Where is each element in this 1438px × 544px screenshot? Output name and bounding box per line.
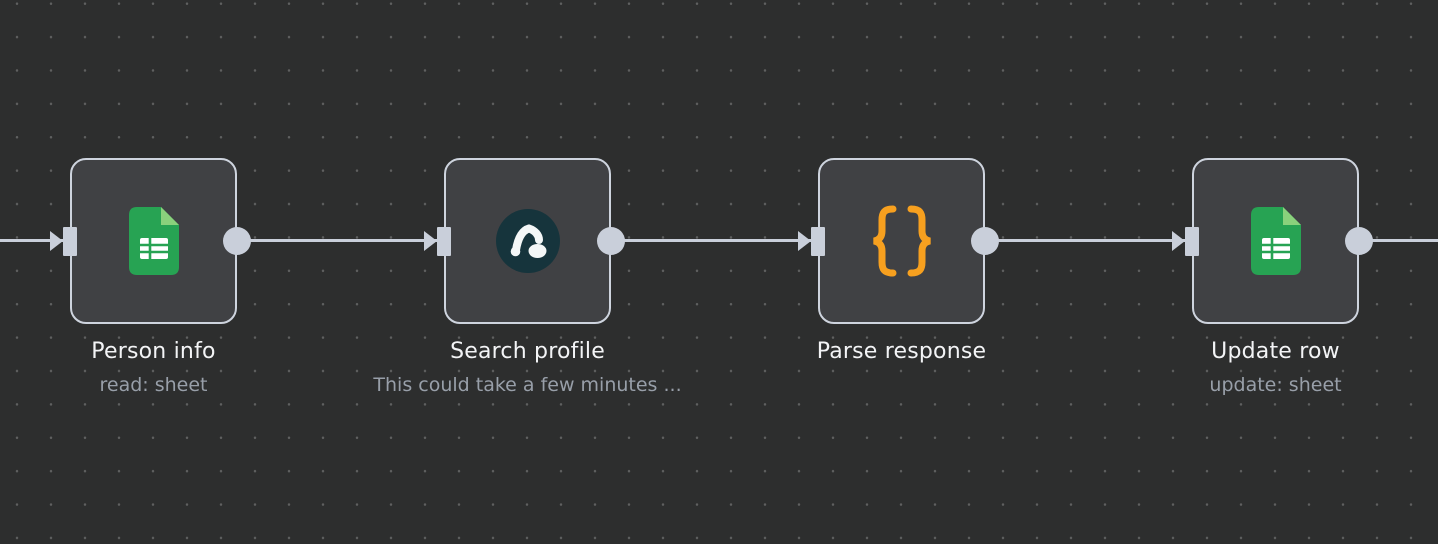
node-labels: Person info read: sheet (0, 339, 384, 396)
node-subtitle: update: sheet (1209, 374, 1342, 397)
input-arrow-icon (50, 231, 63, 251)
output-port[interactable] (223, 227, 251, 255)
input-port[interactable] (798, 226, 825, 256)
node-title: Search profile (450, 339, 605, 364)
input-arrow-icon (1172, 231, 1185, 251)
node-subtitle: This could take a few minutes ... (373, 374, 682, 397)
connection-wire[interactable] (0, 239, 1438, 242)
node-labels: Parse response (672, 339, 1132, 374)
google-sheets-icon (128, 207, 179, 275)
curly-braces-icon (872, 205, 931, 277)
google-sheets-icon (1250, 207, 1301, 275)
input-arrow-icon (798, 231, 811, 251)
node-body[interactable] (1192, 158, 1359, 324)
node-body[interactable] (444, 158, 611, 324)
input-port[interactable] (1172, 226, 1199, 256)
node-title: Update row (1211, 339, 1340, 364)
output-port[interactable] (597, 227, 625, 255)
workflow-node-person-info[interactable]: Person info read: sheet (50, 158, 251, 396)
node-title: Person info (91, 339, 216, 364)
workflow-node-search-profile[interactable]: Search profile This could take a few min… (373, 158, 682, 396)
output-port[interactable] (1345, 227, 1373, 255)
profile-search-logo-icon (495, 209, 560, 273)
input-port[interactable] (424, 226, 451, 256)
node-body[interactable] (818, 158, 985, 324)
node-title: Parse response (816, 339, 987, 364)
node-body[interactable] (70, 158, 237, 324)
workflow-node-parse-response[interactable]: Parse response (798, 158, 999, 364)
node-subtitle: read: sheet (99, 374, 208, 397)
workflow-node-update-row[interactable]: Update row update: sheet (1172, 158, 1373, 396)
node-labels: Search profile This could take a few min… (298, 339, 758, 396)
input-port[interactable] (50, 226, 77, 256)
input-arrow-icon (424, 231, 437, 251)
output-port[interactable] (971, 227, 999, 255)
node-labels: Update row update: sheet (1046, 339, 1438, 396)
